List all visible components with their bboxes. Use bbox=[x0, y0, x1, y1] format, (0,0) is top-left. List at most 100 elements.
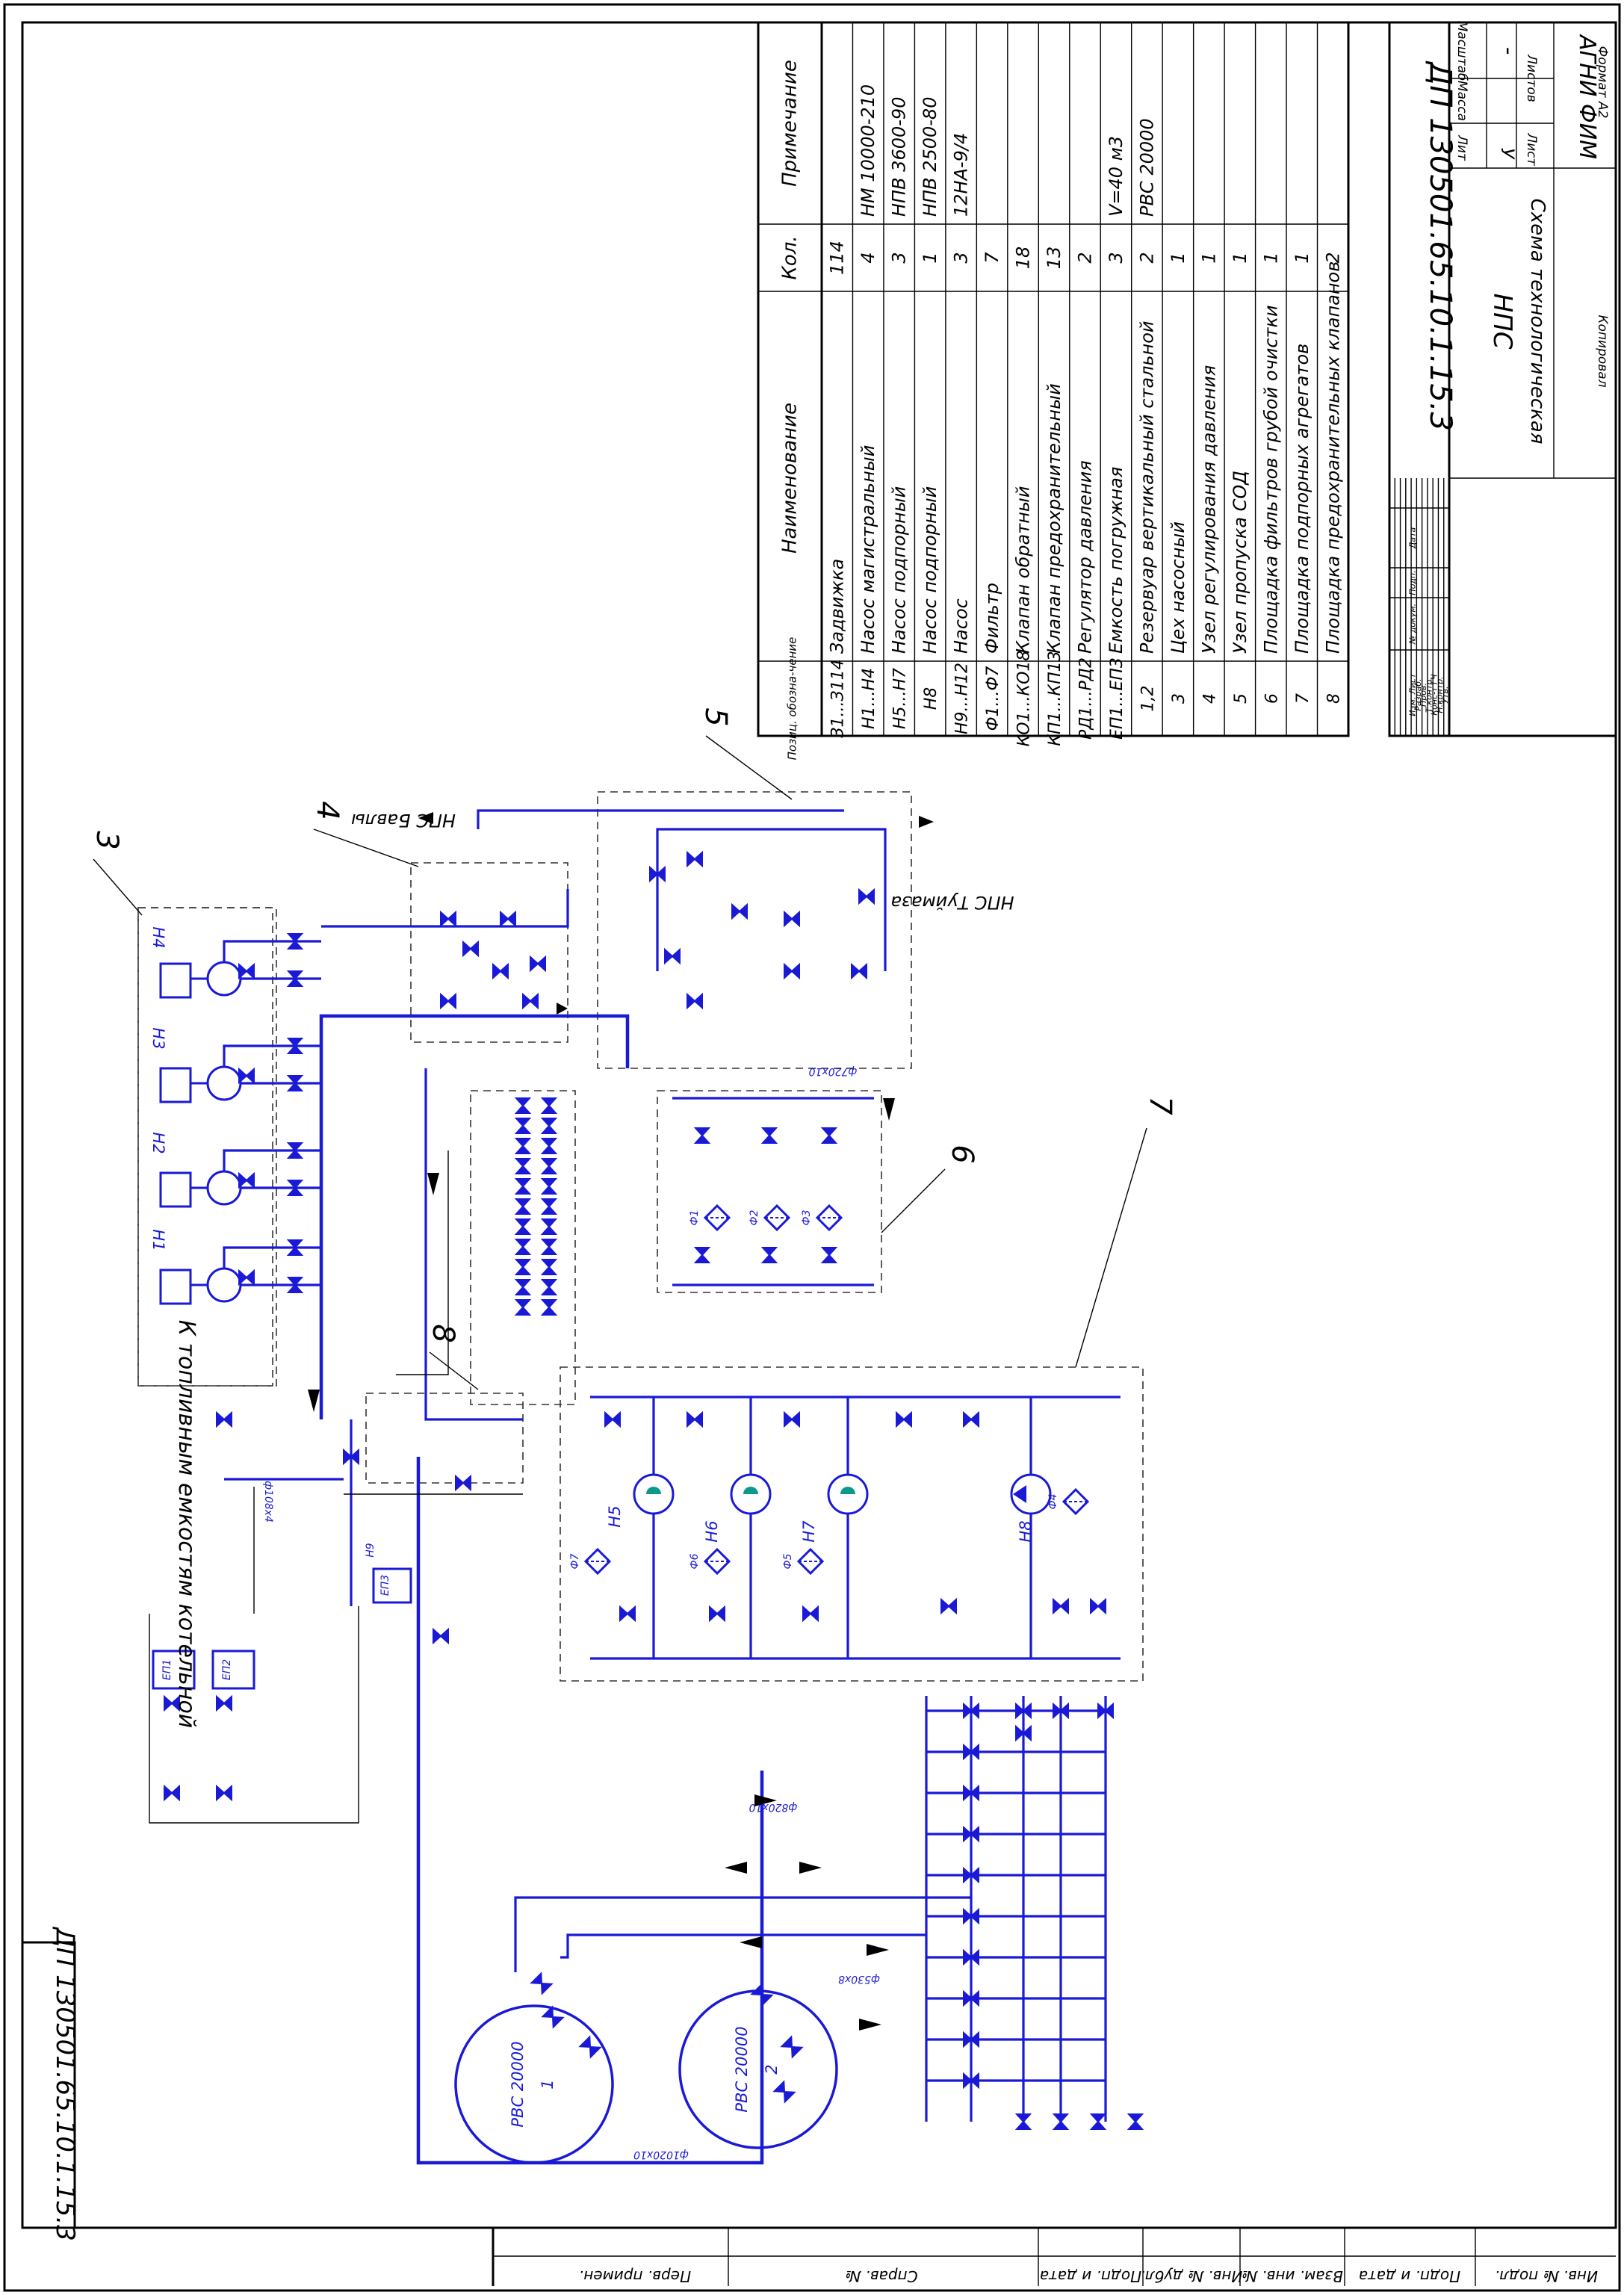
gate-valve-icon bbox=[455, 1474, 471, 1492]
gate-valve-icon bbox=[286, 1142, 304, 1159]
gate-valve-icon bbox=[604, 1410, 621, 1428]
gate-valve-icon bbox=[760, 1247, 778, 1263]
gate-valve-icon bbox=[238, 1269, 255, 1286]
ep2-label: ЕП2 bbox=[221, 1659, 233, 1680]
gate-valve-icon bbox=[963, 2072, 979, 2090]
gate-valve-icon bbox=[286, 933, 304, 950]
gate-valve-icon bbox=[216, 1410, 232, 1428]
doc-code-side: ДП 130501.65.10.1.15.3 bbox=[50, 1926, 80, 2241]
spec-qty: 7 bbox=[982, 252, 1002, 264]
gate-valve-icon bbox=[963, 1907, 979, 1925]
spec-qty: 3 bbox=[1106, 252, 1126, 263]
spec-name: Клапан обратный bbox=[1013, 486, 1034, 654]
zone-4-regulator bbox=[410, 862, 568, 1043]
gate-valve-icon bbox=[514, 1239, 532, 1255]
gate-valve-icon bbox=[820, 1127, 838, 1144]
gate-valve-icon bbox=[500, 910, 516, 928]
signature-row-label: Изм. Лист bbox=[1408, 673, 1418, 716]
gate-valve-icon bbox=[784, 962, 800, 980]
gate-valve-icon bbox=[514, 1218, 532, 1235]
zone-3-label: 3 bbox=[90, 831, 124, 849]
spec-qty: 3 bbox=[889, 252, 910, 263]
spec-name: Фильтр bbox=[982, 583, 1002, 654]
h9-label: Н9 bbox=[365, 1543, 376, 1558]
header-lit: Лит bbox=[1454, 134, 1469, 161]
gate-valve-icon bbox=[540, 1118, 558, 1134]
gate-valve-icon bbox=[963, 1743, 979, 1761]
gate-valve-icon bbox=[1126, 2113, 1144, 2130]
gate-valve-icon bbox=[492, 962, 509, 980]
booster-pump-icon bbox=[827, 1397, 869, 1658]
doc-code: ДП 130501.65.10.1.15.3 bbox=[1423, 61, 1457, 431]
main-pump-icon bbox=[159, 1044, 321, 1103]
spec-pos: 1,2 bbox=[1138, 686, 1157, 712]
gate-valve-icon bbox=[1053, 1597, 1069, 1615]
gate-valve-icon bbox=[687, 850, 703, 868]
h5-label: Н5 bbox=[606, 1505, 624, 1527]
spec-qty: 1 bbox=[920, 252, 940, 263]
filter-icon: Ф3 bbox=[801, 1204, 843, 1232]
gate-valve-icon bbox=[664, 947, 681, 965]
gate-valve-icon bbox=[433, 1627, 449, 1645]
spec-qty: 1 bbox=[1198, 252, 1219, 263]
filter-icon: Ф5 bbox=[782, 1547, 825, 1576]
spec-qty: 13 bbox=[1044, 247, 1064, 270]
gate-valve-icon bbox=[731, 902, 748, 920]
gate-valve-icon bbox=[963, 1702, 979, 1720]
gate-valve-icon bbox=[687, 1410, 703, 1428]
gate-valve-icon bbox=[940, 1597, 957, 1615]
gate-valve-icon bbox=[963, 1866, 979, 1884]
gate-valve-icon bbox=[760, 1127, 778, 1144]
gate-valve-icon bbox=[216, 1784, 232, 1802]
spec-pos: 3 bbox=[1170, 693, 1188, 704]
gate-valve-icon bbox=[784, 1410, 800, 1428]
gate-valve-icon bbox=[540, 1138, 558, 1154]
spec-qty: 3 bbox=[951, 252, 972, 263]
spec-name: Задвижка bbox=[827, 559, 848, 654]
spec-name: Насос подпорный bbox=[920, 486, 940, 654]
spec-qty: 4 bbox=[858, 252, 878, 263]
tank1-type: РВС 20000 bbox=[509, 2041, 527, 2127]
gate-valve-icon bbox=[514, 1299, 532, 1316]
gate-valve-icon bbox=[963, 1825, 979, 1843]
zone-4-label: 4 bbox=[310, 801, 344, 820]
spec-note: НПВ 3600-90 bbox=[889, 97, 910, 217]
gate-valve-icon bbox=[238, 962, 255, 980]
strip-label-2: Подп. и дата bbox=[1040, 2267, 1141, 2285]
ep3-label: ЕП3 bbox=[379, 1575, 391, 1596]
spec-qty: 2 bbox=[1322, 252, 1343, 263]
booster-header bbox=[590, 1396, 1121, 1660]
filter-icon: Ф7 bbox=[569, 1547, 612, 1576]
sheets-label: Листов bbox=[1524, 54, 1539, 102]
gate-valve-icon bbox=[649, 865, 666, 883]
flow-arrows bbox=[308, 812, 934, 2031]
gate-valve-icon bbox=[1015, 1724, 1032, 1742]
signature-row-label: Н.контр. bbox=[1435, 676, 1445, 713]
filter-label: Ф2 bbox=[749, 1210, 760, 1225]
ep-tanks: ЕП1 ЕП2 ЕП3 Н9 bbox=[152, 1543, 412, 1690]
spec-pos: Ф1...Ф7 bbox=[984, 666, 1002, 731]
gate-valve-icon bbox=[540, 1299, 558, 1316]
gate-valve-icon bbox=[1097, 1702, 1114, 1720]
spec-qty: 2 bbox=[1136, 252, 1157, 263]
spec-name: Регулятор давления bbox=[1075, 460, 1096, 654]
gate-valve-icon bbox=[1052, 2113, 1070, 2130]
booster-pump-icon bbox=[633, 1397, 675, 1658]
aux-lines bbox=[149, 1150, 523, 1824]
filter-label: Ф3 bbox=[801, 1210, 813, 1226]
h8-label: Н8 bbox=[1017, 1520, 1035, 1542]
drawing-name: НПС bbox=[1487, 294, 1517, 350]
gate-valve-icon bbox=[963, 1410, 979, 1428]
gate-valve-icon bbox=[1089, 2113, 1107, 2130]
zone-8-label: 8 bbox=[426, 1324, 460, 1342]
spec-name: Емкость погружная bbox=[1106, 467, 1126, 654]
filter-icon: Ф4 bbox=[1047, 1487, 1090, 1516]
gate-valve-icon bbox=[578, 2035, 602, 2059]
pipe-label-1020: ф1020х10 bbox=[633, 2149, 689, 2161]
zone-7-label: 7 bbox=[1143, 1096, 1177, 1115]
gate-valve-icon bbox=[540, 1218, 558, 1235]
strip-label-5: Подп. и дата bbox=[1359, 2267, 1460, 2285]
gate-valve-icon bbox=[238, 1171, 255, 1189]
ep1-label: ЕП1 bbox=[161, 1659, 173, 1680]
signature-row-label: Утв. bbox=[1440, 686, 1450, 703]
